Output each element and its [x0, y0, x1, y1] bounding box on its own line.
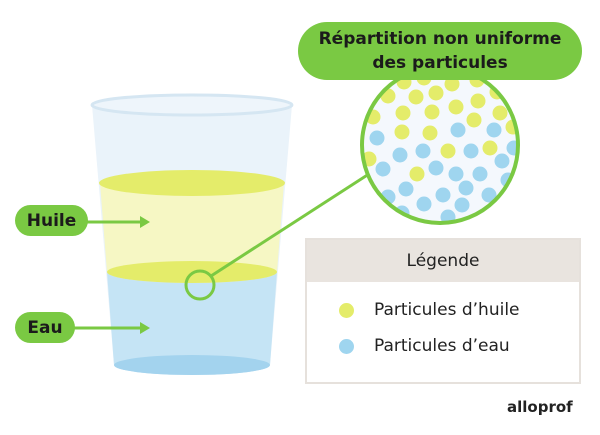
oil-particle — [482, 140, 498, 156]
glass-bottom — [114, 355, 270, 375]
water-particle — [392, 147, 408, 163]
water-particle — [481, 187, 497, 203]
legend: Légende Particules d’huile Particules d’… — [305, 238, 581, 384]
water-particle — [415, 143, 431, 159]
water-particle — [472, 166, 488, 182]
water-particle — [416, 196, 432, 212]
water-particle — [486, 122, 502, 138]
oil-particle — [408, 89, 424, 105]
oil-surface — [99, 170, 285, 196]
oil-particle — [470, 93, 486, 109]
oil-particle — [422, 125, 438, 141]
oil-arrowhead — [140, 216, 150, 228]
water-particle — [448, 166, 464, 182]
water-particle — [506, 140, 517, 156]
water-label: Eau — [15, 312, 75, 343]
water-particle — [450, 122, 466, 138]
legend-title: Légende — [307, 240, 579, 282]
banner-line-1: Répartition non uniforme — [318, 29, 562, 49]
water-particle — [494, 153, 510, 169]
oil-particle — [444, 76, 460, 92]
banner-line-2: des particules — [372, 53, 508, 73]
title-banner: Répartition non uniforme des particules — [298, 22, 582, 80]
oil-particle — [492, 105, 508, 121]
water-particle — [454, 197, 470, 213]
oil-particle — [394, 124, 410, 140]
water-particle-icon — [339, 338, 354, 354]
water-arrowhead — [140, 322, 150, 334]
legend-item-oil: Particules d’huile — [307, 292, 579, 328]
oil-particle — [424, 104, 440, 120]
zoom-line — [210, 170, 373, 278]
water-particle — [398, 181, 414, 197]
oil-particle — [448, 99, 464, 115]
water-particle — [428, 160, 444, 176]
water-particle — [435, 187, 451, 203]
oil-particle-icon — [339, 302, 354, 318]
oil-particle — [428, 85, 444, 101]
alloprof-logo: alloprof — [507, 398, 573, 416]
water-particle — [375, 161, 391, 177]
oil-particle — [409, 166, 425, 182]
legend-item-water: Particules d’eau — [307, 328, 579, 364]
water-particle — [369, 130, 385, 146]
oil-label: Huile — [15, 205, 88, 236]
glass-rim — [90, 93, 294, 117]
water-layer — [107, 272, 277, 375]
oil-particle — [466, 112, 482, 128]
legend-label-oil: Particules d’huile — [374, 300, 520, 320]
oil-particle — [440, 143, 456, 159]
legend-label-water: Particules d’eau — [374, 336, 510, 356]
oil-particle — [395, 105, 411, 121]
water-particle — [463, 143, 479, 159]
water-particle — [458, 180, 474, 196]
zoom-origin-circle — [184, 269, 216, 301]
